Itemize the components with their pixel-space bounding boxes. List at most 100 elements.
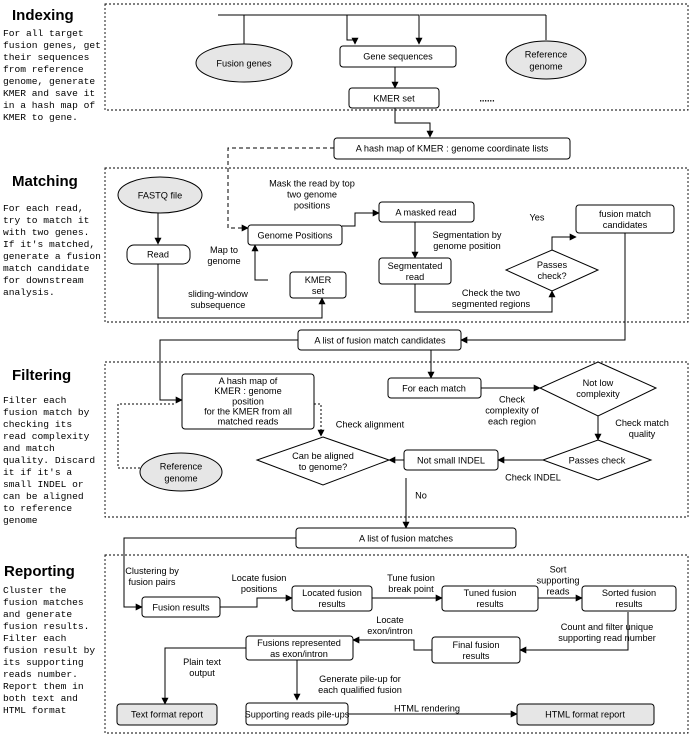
reporting-description-line: Filter each: [3, 633, 66, 644]
filtering-description-line: it if it's a: [3, 467, 72, 478]
node-not-small-indel-label-line: Not small INDEL: [417, 455, 485, 465]
matching-description-line: try to match it: [3, 215, 89, 226]
label-locate-fusion-positions-line: positions: [241, 584, 278, 594]
edge-final-to-exon-intron: [352, 636, 432, 651]
label-locate-fusion-positions-line: Locate fusion: [232, 573, 287, 583]
edge-exon-intron-to-text-report: [161, 647, 246, 705]
node-hash-map-kmer-reads-label-line: matched reads: [218, 417, 279, 427]
node-reference-genome-top-label-line: Reference: [525, 49, 567, 59]
edge-kmer-set-to-genome-positions: [251, 244, 268, 281]
node-fastq-file-label-line: FASTQ file: [138, 190, 182, 200]
node-html-format-report-label-line: HTML format report: [545, 709, 625, 719]
label-check-complexity-line: Check: [499, 394, 525, 404]
edge-segmentated-to-passes-check: [414, 282, 556, 313]
label-sliding-window-line: sliding-window: [188, 289, 248, 299]
indexing-description-line: KMER and save it: [3, 88, 95, 99]
label-tune-fusion-break-point-line: break point: [388, 584, 434, 594]
node-fastq-file-label: FASTQ file: [138, 190, 182, 200]
node-not-low-complexity-label-line: Not low: [583, 378, 614, 388]
filtering-frame: [104, 361, 689, 518]
node-html-format-report: [516, 703, 655, 726]
label-check-match-quality-line: quality: [629, 429, 656, 439]
edge-fusion-results-to-located: [220, 594, 293, 608]
node-for-each-match: [387, 377, 482, 399]
indexing-description-line: in a hash map of: [3, 100, 95, 111]
node-text-format-report-label: Text format report: [131, 709, 203, 719]
label-check-indel-line: Check INDEL: [505, 472, 561, 482]
node-masked-read: [378, 201, 475, 223]
node-segmentated-read-label-line: read: [406, 272, 424, 282]
node-sorted-fusion-results-label-line: Sorted fusion: [602, 588, 656, 598]
node-passes-check-mid: [541, 439, 653, 481]
matching-frame: [104, 167, 689, 323]
node-tuned-fusion-results-label-line: results: [476, 599, 503, 609]
reporting-description-line: HTML format: [3, 705, 66, 716]
node-fusion-genes-label-line: Fusion genes: [216, 58, 272, 68]
node-gene-sequences: [339, 45, 457, 68]
edge-topbar-to-gene-sequences: [218, 14, 423, 45]
node-html-format-report-label: HTML format report: [545, 709, 625, 719]
indexing-title: Indexing: [12, 7, 74, 24]
reporting-description-line: its supporting: [3, 657, 84, 668]
node-passes-check-top: [504, 249, 600, 292]
node-can-be-aligned-label-line: to genome?: [299, 462, 348, 472]
edge-fusion-candidates-to-list: [460, 232, 626, 344]
reporting-frame: [104, 554, 689, 734]
node-gene-sequences-label-line: Gene sequences: [363, 51, 433, 61]
node-kmer-set-top: [348, 87, 440, 109]
node-fusions-exon-intron: [245, 635, 354, 661]
node-read-label-line: Read: [147, 249, 169, 259]
filtering-description-line: and match: [3, 443, 55, 454]
label-check-complexity-line: complexity of: [485, 405, 539, 415]
filtering-description-line: to reference: [3, 503, 72, 514]
node-can-be-aligned-label-line: Can be aligned: [292, 451, 354, 461]
filtering-description-line: can be aligned: [3, 491, 84, 502]
reporting-description-line: reads number.: [3, 669, 78, 680]
edge-hashmap-to-genome-positions: [227, 147, 334, 232]
node-fusion-genes: [195, 43, 293, 83]
node-list-fusion-matches-label: A list of fusion matches: [359, 533, 453, 543]
edge-passes-check-yes: [551, 233, 577, 250]
label-check-alignment-line: Check alignment: [336, 419, 405, 429]
node-fusions-exon-intron-label-line: as exon/intron: [270, 649, 328, 659]
edge-genome-positions-to-masked-read: [342, 209, 380, 227]
label-sliding-window-line: subsequence: [191, 300, 246, 310]
ellipsis-more-line: ......: [479, 93, 494, 103]
matching-description-line: for downstream: [3, 275, 84, 286]
label-yes-line: Yes: [530, 212, 545, 222]
label-locate-exon-intron-line: Locate: [376, 615, 404, 625]
label-html-rendering-line: HTML rendering: [394, 703, 460, 713]
label-segmentation-line: Segmentation by: [433, 230, 502, 240]
node-located-fusion-results: [291, 585, 373, 612]
indexing-description-line: KMER to gene.: [3, 112, 78, 123]
reporting-description-line: both text and: [3, 693, 78, 704]
node-hash-map-kmer-genome: [333, 137, 571, 160]
matching-title: Matching: [12, 173, 78, 190]
indexing-description-line: For all target: [3, 28, 84, 39]
edge-kmer-to-hashmap: [394, 108, 434, 138]
node-passes-check-mid-label: Passes check: [569, 455, 626, 465]
node-masked-read-label: A masked read: [395, 207, 456, 217]
node-hash-map-kmer-genome-label-line: A hash map of KMER : genome coordinate l…: [356, 143, 549, 153]
node-passes-check-top-label-line: check?: [537, 271, 566, 281]
reporting-description-line: fusion results.: [3, 621, 89, 632]
reporting-description-line: fusion matches: [3, 597, 84, 608]
node-fusion-results-label: Fusion results: [152, 602, 210, 612]
node-genome-positions-label: Genome Positions: [257, 230, 332, 240]
label-generate-pileup-line: each qualified fusion: [318, 685, 402, 695]
node-final-fusion-results: [431, 636, 521, 664]
